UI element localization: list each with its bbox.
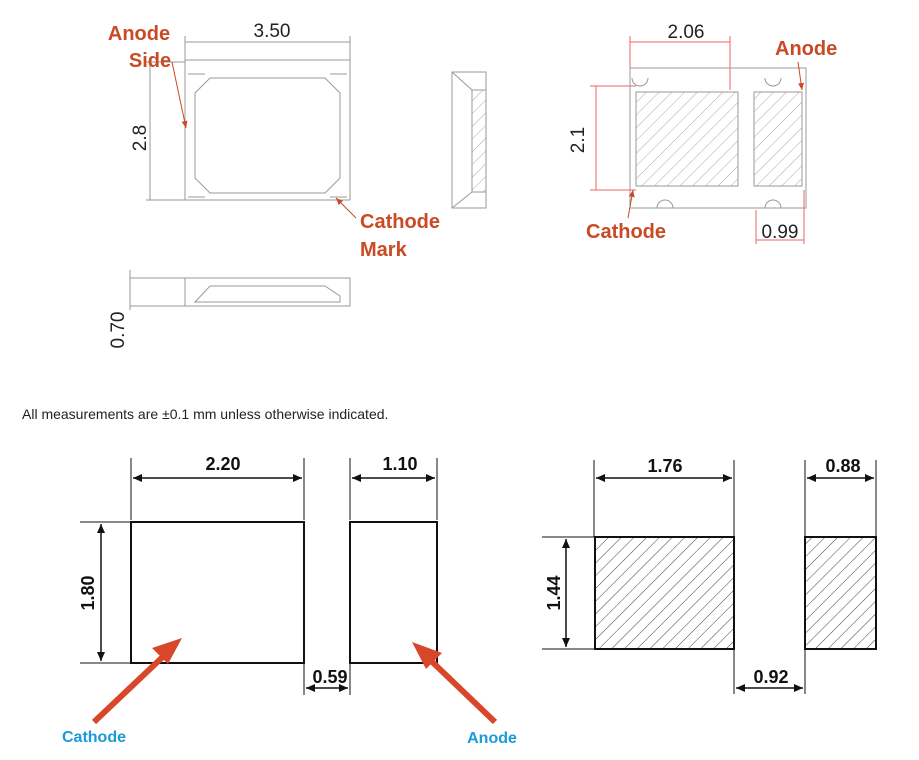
bottom-anode-pad	[753, 91, 803, 187]
stencil-left-width-label: 1.76	[647, 456, 682, 476]
land-pattern: 2.20 1.10 1.80 0.59 Cathode Anode	[62, 454, 517, 747]
package-side-profile	[451, 71, 487, 209]
bottom-height-label: 2.1	[568, 127, 589, 153]
land-height-label: 1.80	[78, 575, 98, 610]
land-cathode-arrow	[91, 647, 173, 725]
package-front-view: 0.70	[108, 270, 351, 349]
stencil-aperture: 1.76 0.88 1.44 0.92	[542, 456, 877, 694]
anode-side-label-line2: Side	[129, 50, 171, 72]
land-anode-pad	[349, 521, 438, 664]
package-height-label: 2.8	[130, 125, 151, 151]
bottom-cathode-pointer	[627, 189, 635, 219]
land-anode-label: Anode	[467, 730, 517, 747]
land-cathode-pad	[130, 521, 305, 664]
cathode-mark-label-line1: Cathode	[360, 211, 440, 233]
cathode-mark-label-line2: Mark	[360, 239, 408, 261]
bottom-cathode-pad	[635, 91, 739, 187]
stencil-gap-label: 0.92	[753, 667, 788, 687]
package-width-label: 3.50	[254, 21, 291, 42]
package-thickness-label: 0.70	[108, 312, 129, 349]
bottom-small-pad-label: 0.99	[762, 222, 799, 243]
anode-side-label-line1: Anode	[108, 23, 170, 45]
stencil-left-aperture	[594, 536, 735, 650]
land-gap-label: 0.59	[312, 667, 347, 687]
package-bottom-view: 2.06 2.1 Anode Cathode 0.99	[568, 22, 837, 244]
bottom-pad-span-label: 2.06	[668, 22, 705, 43]
tolerance-note: All measurements are ±0.1 mm unless othe…	[22, 406, 389, 422]
stencil-right-aperture	[804, 536, 877, 650]
cathode-mark-pointer	[335, 197, 357, 219]
land-cathode-width-label: 2.20	[205, 454, 240, 474]
land-cathode-label: Cathode	[62, 729, 126, 746]
package-top-view: 3.50 2.8 Anode Side Cathode Mark	[108, 21, 440, 261]
bottom-anode-pointer	[797, 61, 804, 91]
land-anode-width-label: 1.10	[382, 454, 417, 474]
land-anode-arrow	[422, 652, 498, 725]
stencil-height-label: 1.44	[544, 575, 564, 610]
bottom-cathode-label: Cathode	[586, 221, 666, 243]
bottom-anode-label: Anode	[775, 38, 837, 60]
anode-side-pointer	[171, 61, 188, 129]
stencil-right-width-label: 0.88	[825, 456, 860, 476]
